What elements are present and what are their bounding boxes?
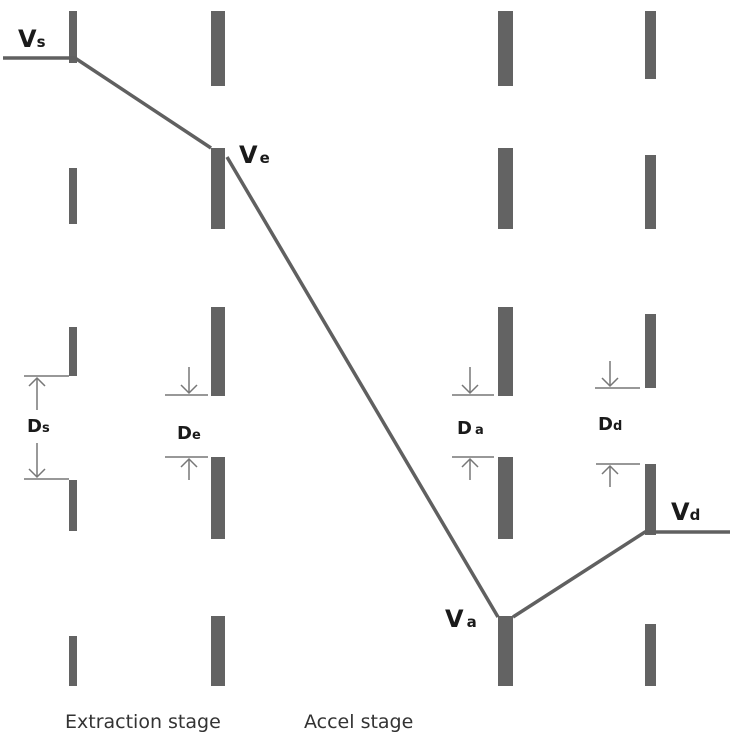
- da-dimension: [452, 367, 494, 480]
- dd-label: Dd: [598, 414, 622, 435]
- electrode-segment: [69, 168, 77, 224]
- electrode-segment: [211, 307, 225, 396]
- vd-label: Vd: [671, 498, 700, 526]
- ds-dimension: [24, 375, 69, 480]
- electrode-segment: [69, 636, 77, 686]
- electrode-segment: [498, 457, 513, 539]
- electrode-segment: [645, 464, 656, 535]
- electrode-segment: [498, 148, 513, 229]
- electrode-segment: [69, 480, 77, 531]
- potential-profile-line: [3, 56, 212, 150]
- ds-label: Ds: [27, 416, 50, 437]
- accel-electrode: [498, 11, 513, 686]
- electrode-segment: [645, 155, 656, 229]
- electrode-segment: [498, 307, 513, 396]
- potential-profile-line: [225, 156, 500, 618]
- electrode-segment: [645, 11, 656, 79]
- decel-electrode: [645, 11, 656, 686]
- de-label: De: [177, 423, 201, 444]
- de-dimension: [165, 367, 208, 480]
- electrode-segment: [211, 616, 225, 686]
- electrode-segment: [645, 624, 656, 686]
- extraction-electrode: [211, 11, 225, 686]
- electrode-segment: [211, 148, 225, 229]
- electrode-segment: [498, 616, 513, 686]
- electrode-segment: [69, 327, 77, 376]
- electrode-segment: [69, 11, 77, 63]
- potential-profile-line: [512, 530, 730, 619]
- electrode-segment: [645, 314, 656, 388]
- vs-label: Vs: [18, 25, 46, 53]
- dd-dimension: [595, 361, 640, 487]
- source-electrode: [69, 11, 77, 686]
- electrode-segment: [211, 11, 225, 86]
- extraction-stage-label: Extraction stage: [65, 711, 221, 733]
- accel-stage-label: Accel stage: [304, 711, 413, 733]
- electrode-segment: [211, 457, 225, 539]
- electrode-segment: [498, 11, 513, 86]
